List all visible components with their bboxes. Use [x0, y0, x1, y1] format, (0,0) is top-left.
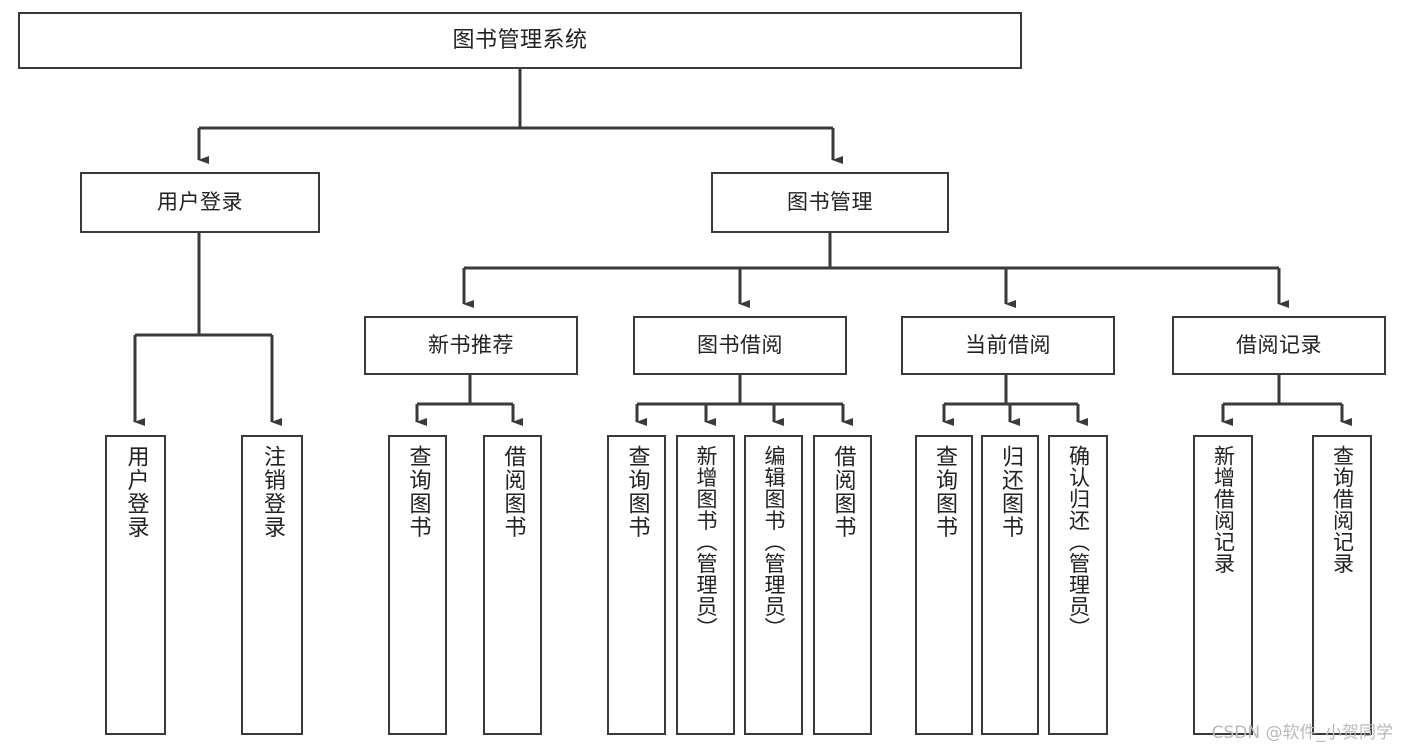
node-leaf-add-book-label: 新增图书（管理员）	[694, 445, 718, 639]
node-leaf-query-book-1[interactable]: 查询图书	[388, 435, 447, 735]
node-leaf-logout-login-label: 注销登录	[260, 445, 285, 539]
node-leaf-edit-book-label: 编辑图书（管理员）	[762, 445, 786, 639]
watermark-text: CSDN @软件_小贺同学	[1211, 723, 1393, 743]
node-leaf-query-record-label: 查询借阅记录	[1330, 445, 1355, 574]
node-book-borrow[interactable]: 图书借阅	[633, 316, 847, 375]
node-leaf-return-book[interactable]: 归还图书	[981, 435, 1039, 735]
node-leaf-borrow-book-2-label: 借阅图书	[830, 445, 856, 539]
node-leaf-confirm-return-label: 确认归还（管理员）	[1066, 445, 1091, 639]
node-book-manage[interactable]: 图书管理	[711, 172, 949, 233]
node-leaf-query-book-2[interactable]: 查询图书	[607, 435, 666, 735]
node-book-manage-label: 图书管理	[787, 190, 873, 215]
node-leaf-borrow-book-1-label: 借阅图书	[500, 445, 526, 539]
node-leaf-query-book-3[interactable]: 查询图书	[915, 435, 973, 735]
node-current-borrow-label: 当前借阅	[965, 333, 1051, 358]
node-leaf-add-book[interactable]: 新增图书（管理员）	[676, 435, 735, 735]
node-root-label: 图书管理系统	[452, 27, 588, 53]
node-leaf-add-record[interactable]: 新增借阅记录	[1193, 435, 1253, 735]
node-borrow-record-label: 借阅记录	[1236, 333, 1322, 358]
node-root[interactable]: 图书管理系统	[18, 12, 1022, 69]
node-leaf-edit-book[interactable]: 编辑图书（管理员）	[744, 435, 803, 735]
node-leaf-query-book-3-label: 查询图书	[932, 445, 957, 539]
node-leaf-logout-login[interactable]: 注销登录	[241, 435, 303, 735]
node-leaf-add-record-label: 新增借阅记录	[1211, 445, 1236, 574]
node-borrow-record[interactable]: 借阅记录	[1172, 316, 1386, 375]
node-leaf-query-record[interactable]: 查询借阅记录	[1312, 435, 1372, 735]
node-leaf-return-book-label: 归还图书	[998, 445, 1023, 539]
node-leaf-borrow-book-2[interactable]: 借阅图书	[813, 435, 872, 735]
node-user-login-label: 用户登录	[157, 190, 243, 215]
node-new-book-rec[interactable]: 新书推荐	[364, 316, 578, 375]
node-leaf-user-login[interactable]: 用户登录	[105, 435, 166, 735]
node-leaf-query-book-1-label: 查询图书	[405, 445, 431, 539]
node-book-borrow-label: 图书借阅	[697, 333, 783, 358]
node-user-login[interactable]: 用户登录	[80, 172, 320, 233]
node-leaf-query-book-2-label: 查询图书	[624, 445, 650, 539]
node-new-book-rec-label: 新书推荐	[428, 333, 514, 358]
node-leaf-borrow-book-1[interactable]: 借阅图书	[483, 435, 542, 735]
node-leaf-user-login-label: 用户登录	[123, 445, 149, 539]
node-leaf-confirm-return[interactable]: 确认归还（管理员）	[1048, 435, 1108, 735]
node-current-borrow[interactable]: 当前借阅	[901, 316, 1115, 375]
